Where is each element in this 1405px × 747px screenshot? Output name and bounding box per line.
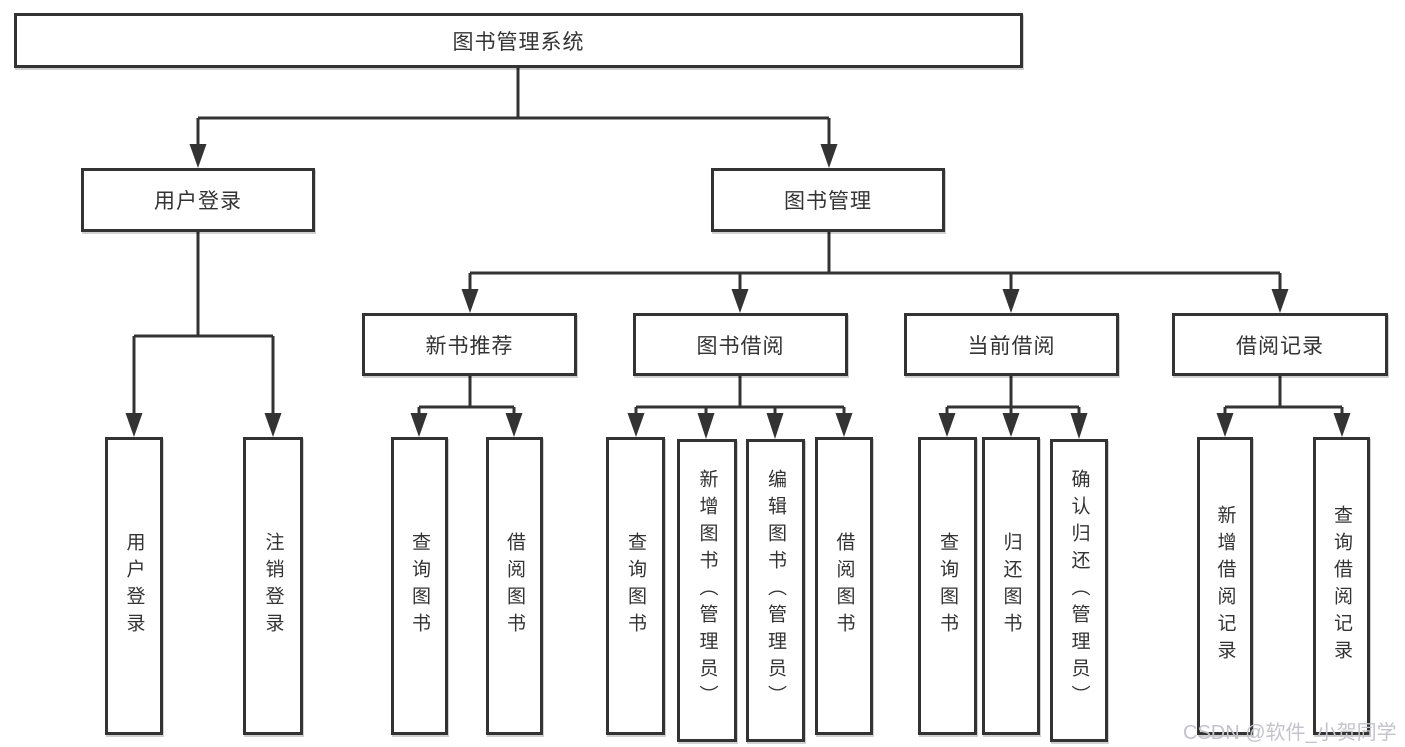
leaf-confirm-return-admin: 确认归还（管理员） [1050, 439, 1108, 742]
node-label: 用户登录 [154, 190, 242, 213]
leaf-add-borrow-record: 新增借阅记录 [1197, 437, 1253, 735]
leaf-logout: 注销登录 [243, 437, 303, 735]
leaf-query-books-current: 查询图书 [918, 437, 977, 735]
node-label: 图书借阅 [696, 334, 785, 358]
leaf-query-borrow-record: 查询借阅记录 [1313, 437, 1370, 735]
node-label: 查询借阅记录 [1331, 505, 1352, 667]
node-label: 图书管理系统 [452, 30, 585, 54]
leaf-return-books: 归还图书 [982, 437, 1040, 735]
leaf-query-books-recommend: 查询图书 [391, 437, 448, 735]
node-book-management: 图书管理 [711, 168, 945, 232]
node-label: 查询图书 [937, 532, 958, 640]
leaf-borrow-books-recommend: 借阅图书 [486, 437, 543, 735]
node-library-management-system: 图书管理系统 [14, 13, 1023, 68]
node-current-borrowing: 当前借阅 [904, 313, 1119, 376]
node-label: 借阅图书 [833, 532, 855, 640]
node-label: 新书推荐 [425, 334, 514, 358]
node-user-login: 用户登录 [81, 168, 315, 232]
node-label: 查询图书 [625, 532, 646, 640]
node-label: 归还图书 [1000, 532, 1022, 640]
node-borrow-records: 借阅记录 [1172, 313, 1388, 376]
node-label: 新增图书（管理员） [696, 469, 718, 712]
node-label: 编辑图书（管理员） [765, 469, 786, 712]
node-label: 用户登录 [123, 532, 145, 640]
node-label: 注销登录 [262, 532, 284, 640]
node-new-book-recommend: 新书推荐 [362, 313, 577, 376]
node-label: 借阅图书 [504, 532, 525, 640]
node-label: 新增借阅记录 [1214, 505, 1236, 667]
leaf-borrow-books-borrowing: 借阅图书 [815, 437, 873, 735]
node-label: 当前借阅 [967, 334, 1056, 358]
node-label: 查询图书 [409, 532, 430, 640]
node-label: 借阅记录 [1236, 334, 1324, 358]
node-label: 确认归还（管理员） [1068, 469, 1090, 712]
arrowheads [125, 144, 1351, 439]
leaf-add-books-admin: 新增图书（管理员） [677, 439, 737, 742]
leaf-edit-books-admin: 编辑图书（管理员） [746, 439, 805, 742]
leaf-query-books-borrowing: 查询图书 [606, 437, 665, 735]
csdn-watermark: CSDN @软件_小贺同学 [1183, 722, 1397, 744]
leaf-user-login: 用户登录 [105, 437, 163, 735]
node-book-borrowing: 图书借阅 [633, 313, 848, 376]
node-label: 图书管理 [784, 190, 872, 213]
